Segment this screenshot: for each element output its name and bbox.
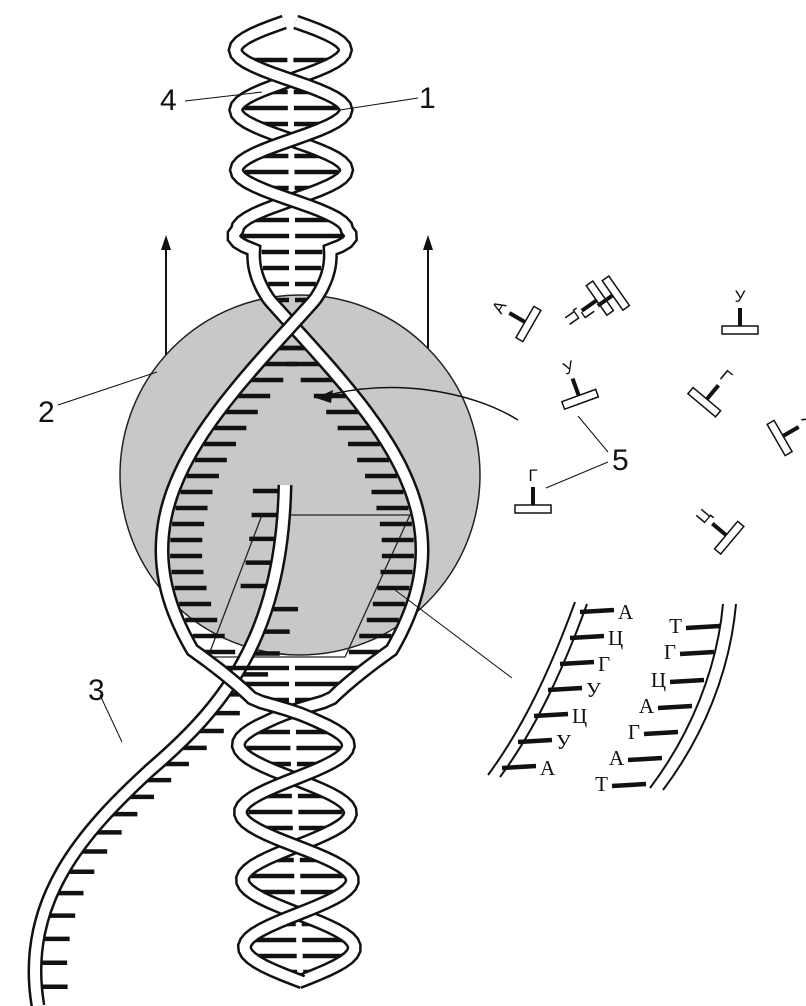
detail-right-base-label: Г — [628, 720, 640, 744]
detail-right-base-rung — [612, 784, 646, 786]
detail-right-base-rung — [680, 652, 714, 654]
callout-1: 1 — [419, 82, 436, 115]
nucleotide-base-plate — [562, 389, 599, 409]
free-nucleotide-label: У — [735, 287, 746, 306]
detail-leader-line — [395, 590, 512, 678]
detail-left-base-label: У — [556, 730, 571, 754]
detail-left-base-label: А — [618, 600, 634, 624]
detail-right-base-label: А — [639, 694, 655, 718]
nucleotide-stem — [707, 385, 719, 399]
detail-right-base-label: Г — [664, 640, 676, 664]
detail-left-base-label: А — [540, 756, 556, 780]
free-nucleotide: Ц — [554, 281, 613, 337]
detail-left-base-rung — [560, 662, 594, 664]
detail-left-base-rung — [570, 636, 604, 638]
free-nucleotide: А — [767, 401, 806, 456]
detail-right-base-rung — [686, 626, 720, 628]
detail-right-strand-inner — [650, 604, 723, 788]
arrowhead-left-icon — [161, 235, 171, 250]
free-nucleotide: У — [548, 353, 598, 409]
nucleotide-base-plate — [767, 420, 792, 455]
detail-right-base-rung — [670, 680, 704, 682]
nucleotide-base-plate — [722, 326, 758, 334]
detail-right-base-rung — [644, 732, 678, 734]
detail-right-base-rung — [658, 706, 692, 708]
detail-right-base-label: Т — [669, 614, 682, 638]
free-nucleotide: А — [482, 287, 541, 342]
callout-4: 4 — [160, 84, 177, 117]
detail-left-base-label: Ц — [608, 626, 623, 650]
free-nucleotide: Ц — [685, 496, 744, 554]
nucleotide-base-plate — [516, 306, 541, 341]
detail-left-base-rung — [534, 714, 568, 716]
detail-left-base-rung — [548, 688, 582, 690]
free-nucleotide: Г — [570, 276, 629, 332]
nucleotide-stem — [783, 427, 799, 436]
detail-right-base-rung — [628, 758, 662, 760]
detail-left-base-label: Г — [598, 652, 610, 676]
free-nucleotide: Г — [688, 358, 746, 417]
leader-line-5b — [546, 462, 608, 488]
detail-right-base-label: А — [609, 746, 625, 770]
nucleotide-stem — [509, 313, 525, 322]
detail-left-base-label: Ц — [572, 704, 587, 728]
callout-5: 5 — [612, 444, 629, 477]
detail-left-base-rung — [580, 610, 614, 612]
free-nucleotide: У — [722, 287, 758, 334]
callout-3: 3 — [88, 674, 105, 707]
callout-2: 2 — [38, 396, 55, 429]
free-nucleotide-label: Г — [716, 366, 735, 386]
free-nucleotide-label: А — [488, 297, 510, 317]
detail-left-base-label: У — [586, 678, 601, 702]
nucleotide-base-plate — [515, 505, 551, 513]
free-nucleotide-label: Ц — [692, 505, 715, 527]
nucleotide-stem — [712, 524, 726, 536]
detail-right-base-label: Ц — [651, 668, 666, 692]
free-nucleotide: Г — [515, 466, 551, 513]
nucleotide-base-plate — [715, 521, 744, 554]
nucleotide-base-plate — [688, 388, 721, 417]
nucleotide-stem — [573, 379, 579, 396]
detail-left-base-rung — [518, 740, 552, 742]
arrowhead-right-icon — [423, 235, 433, 250]
detail-left-base-rung — [502, 766, 536, 768]
detail-right-base-label: Т — [595, 772, 608, 796]
free-nucleotide-label: Г — [528, 466, 537, 485]
leader-line-5a — [578, 416, 608, 452]
free-nucleotide-label: У — [560, 357, 577, 379]
